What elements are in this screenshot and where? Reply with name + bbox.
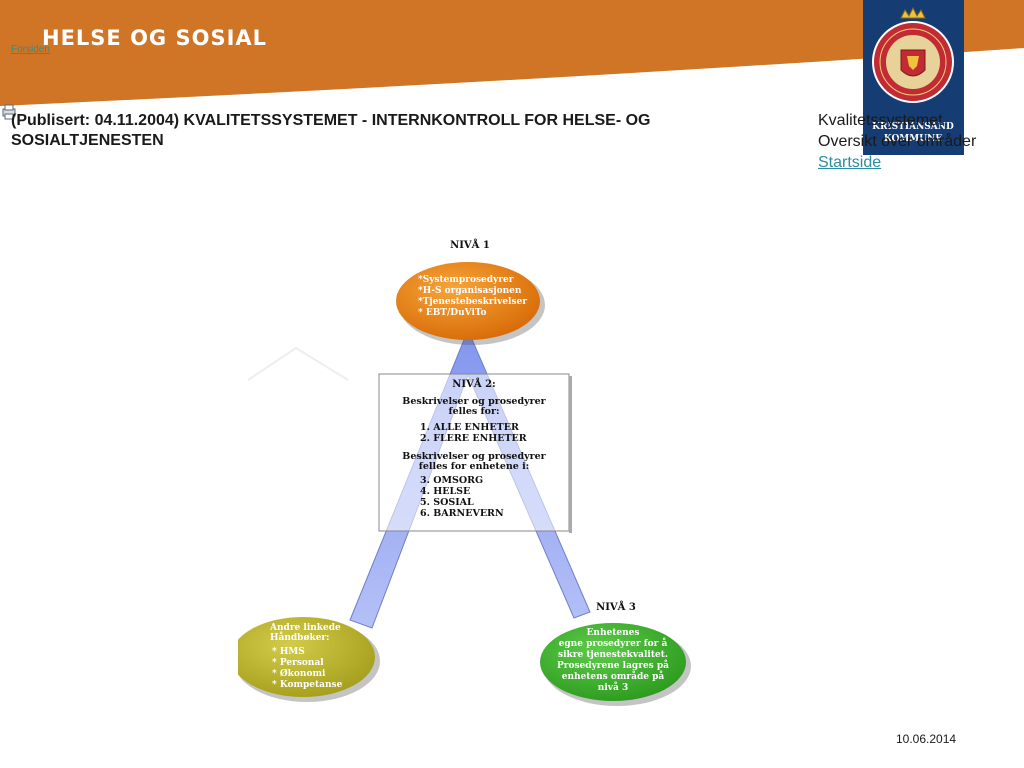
other-handbooks-oval: Andre linkede Håndbøker: * HMS * Persona… bbox=[238, 617, 380, 702]
left-oval-heading: Andre linkede bbox=[269, 623, 341, 633]
sidebar-item-kvalitetssystemet[interactable]: Kvalitetssystemet bbox=[818, 112, 943, 129]
level2-intro1b: felles for: bbox=[449, 406, 500, 417]
crest-label-2: KOMMUNE bbox=[884, 134, 942, 144]
home-link[interactable]: Forsiden bbox=[11, 44, 50, 55]
left-oval-item: * Kompetanse bbox=[272, 680, 343, 690]
crest-label-1: KRISTIANSAND bbox=[872, 122, 954, 132]
sidebar-item-oversikt[interactable]: Oversikt over områder bbox=[818, 133, 977, 150]
level2-list-item: 3. OMSORG bbox=[420, 475, 483, 486]
level3-line: Prosedyrene lagres på bbox=[557, 659, 669, 671]
level2-list-item: 6. BARNEVERN bbox=[420, 508, 504, 519]
level2-list-item: 2. FLERE ENHETER bbox=[420, 433, 527, 444]
level1-item: *Systemprosedyrer bbox=[418, 275, 514, 285]
print-icon[interactable] bbox=[2, 104, 16, 120]
level3-line: Enhetenes bbox=[587, 628, 640, 638]
page-title: (Publisert: 04.11.2004) KVALITETSSYSTEME… bbox=[11, 112, 651, 149]
level3-heading: NIVÅ 3 bbox=[596, 601, 636, 613]
level3-oval: NIVÅ 3 Enhetenes egne prosedyrer for å s… bbox=[540, 601, 691, 706]
quality-system-diagram: NIVÅ 2: Beskrivelser og prosedyrer felle… bbox=[238, 239, 691, 706]
left-oval-item: * Økonomi bbox=[272, 668, 326, 679]
brand-title: HELSE OG SOSIAL bbox=[42, 26, 268, 50]
level3-line: egne prosedyrer for å bbox=[559, 637, 668, 649]
level2-list-item: 1. ALLE ENHETER bbox=[420, 422, 519, 433]
footer-date: 10.06.2014 bbox=[896, 732, 957, 746]
level2-heading: NIVÅ 2: bbox=[452, 378, 495, 390]
kristiansand-crest-logo: KRISTIANSAND KOMMUNE bbox=[863, 0, 964, 155]
level1-item: *Tjenestebeskrivelser bbox=[418, 297, 527, 307]
level1-heading: NIVÅ 1 bbox=[450, 239, 490, 251]
startside-link[interactable]: Startside bbox=[818, 154, 882, 171]
level2-box: NIVÅ 2: Beskrivelser og prosedyrer felle… bbox=[378, 373, 572, 533]
level1-item: *H-S organisasjonen bbox=[418, 286, 522, 296]
sidebar-nav: Kvalitetssystemet Oversikt over områder … bbox=[818, 110, 1018, 173]
background-decoration bbox=[247, 346, 349, 381]
left-oval-item: * HMS bbox=[272, 647, 305, 657]
header-banner bbox=[0, 0, 1024, 106]
left-oval-heading: Håndbøker: bbox=[270, 631, 330, 643]
level3-line: enhetens område på bbox=[562, 670, 665, 682]
level1-oval: NIVÅ 1 *Systemprosedyrer *H-S organisasj… bbox=[396, 239, 545, 345]
level2-list-item: 5. SOSIAL bbox=[420, 497, 474, 508]
level1-item: * EBT/DuViTo bbox=[418, 308, 487, 318]
level2-intro2a: Beskrivelser og prosedyrer bbox=[402, 451, 546, 462]
level3-line: nivå 3 bbox=[598, 681, 628, 693]
level3-line: sikre tjenestekvalitet. bbox=[558, 650, 668, 660]
level2-intro1a: Beskrivelser og prosedyrer bbox=[402, 396, 546, 407]
level2-list-item: 4. HELSE bbox=[420, 486, 470, 497]
left-oval-item: * Personal bbox=[272, 658, 324, 668]
level2-intro2b: felles for enhetene i: bbox=[419, 461, 530, 472]
